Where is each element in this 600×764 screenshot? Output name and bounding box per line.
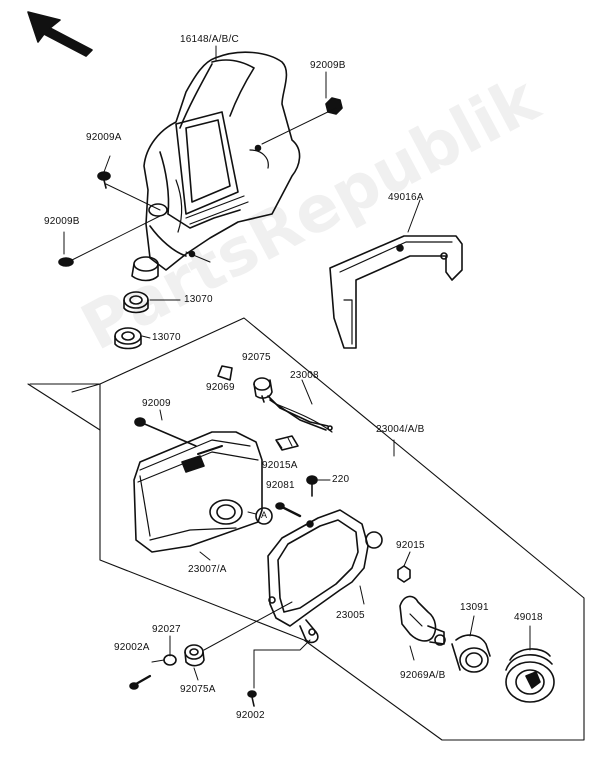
nut-92015: [397, 565, 411, 583]
bulb-socket-13091: [451, 634, 491, 673]
label-92069AB: 92069A/B: [400, 670, 446, 681]
bulb-92069: [217, 365, 233, 381]
label-13070-upper: 13070: [184, 294, 213, 305]
label-92009: 92009: [142, 398, 171, 409]
screw-92002: [247, 690, 257, 707]
label-220: 220: [332, 474, 350, 485]
clip-92015A: [275, 435, 299, 451]
label-92069: 92069: [206, 382, 235, 393]
bulb-92069AB: [399, 595, 446, 646]
screw-92009A: [97, 171, 111, 189]
label-92002: 92002: [236, 710, 265, 721]
label-23008: 23008: [290, 370, 319, 381]
headlight-frame: [267, 509, 383, 644]
label-49016A: 49016A: [388, 192, 424, 203]
headlight-unit: [133, 431, 263, 553]
label-23007: 23007/A: [188, 564, 227, 575]
label-circle-A: A: [261, 510, 268, 520]
headlight-assembly-outline: [27, 317, 585, 741]
label-92002A: 92002A: [114, 642, 150, 653]
label-92009B-top: 92009B: [310, 60, 346, 71]
front-arrow-icon: [27, 11, 93, 57]
label-92075: 92075: [242, 352, 271, 363]
grommet-13070-lower: [114, 327, 142, 350]
socket-92075: [253, 377, 273, 403]
label-92015A: 92015A: [262, 460, 298, 471]
label-16148: 16148/A/B/C: [180, 34, 239, 45]
screw-92081: [275, 502, 302, 518]
label-92075A: 92075A: [180, 684, 216, 695]
label-13070-lower: 13070: [152, 332, 181, 343]
screw-92009B-left: [58, 257, 74, 267]
screw-92002A: [129, 674, 152, 690]
wire-harness-23008: [267, 395, 333, 433]
label-92081: 92081: [266, 480, 295, 491]
label-92009B-left: 92009B: [44, 216, 80, 227]
screw-220: [306, 475, 318, 497]
collar-92075A: [184, 644, 205, 667]
label-23004: 23004/A/B: [376, 424, 425, 435]
reference-circle-A: [255, 507, 273, 525]
label-23005: 23005: [336, 610, 365, 621]
label-92009A: 92009A: [86, 132, 122, 143]
headlight-bracket: [329, 235, 463, 349]
label-92015: 92015: [396, 540, 425, 551]
label-49018: 49018: [514, 612, 543, 623]
headlight-cowl: [131, 51, 301, 282]
label-92027: 92027: [152, 624, 181, 635]
grommet-13070-upper: [123, 291, 149, 314]
label-13091: 13091: [460, 602, 489, 613]
rubber-cap-49018: [505, 648, 555, 703]
